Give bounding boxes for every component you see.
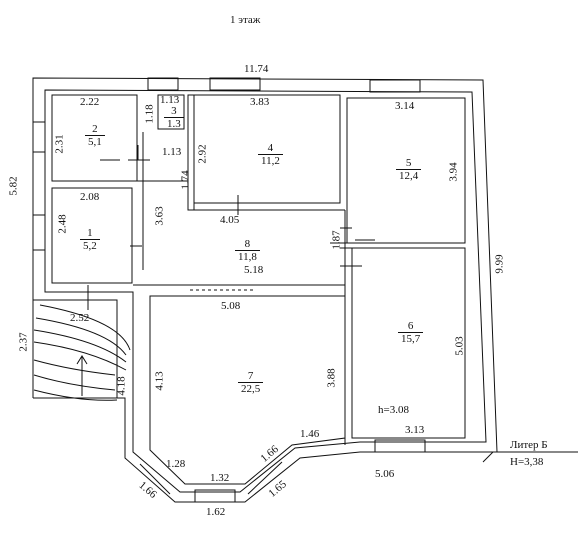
porch-step: [39, 304, 131, 351]
room-2-outline: [51, 94, 138, 182]
dim-r7-r: 3.88: [325, 368, 338, 388]
dim-left: 5.82: [7, 176, 20, 196]
porch-step: [33, 374, 116, 391]
room-7-outline: [149, 295, 346, 485]
room-label-5: 5 12,4: [396, 157, 422, 182]
dim-r7-l: 4.13: [153, 371, 166, 391]
room-label-8: 8 11,8: [235, 238, 260, 263]
dim-r8-w: 5.18: [244, 264, 264, 276]
dim-bottom-506: 5.06: [375, 468, 395, 480]
dim-r6-h: 5.03: [453, 336, 466, 356]
dim-r3-w: 1.13: [160, 94, 180, 106]
porch-step: [33, 329, 127, 363]
dim-top: 11.74: [244, 63, 269, 75]
dim-r4-b: 4.05: [220, 214, 240, 226]
dim-r1-h: 2.48: [56, 214, 69, 234]
dim-corridor-363: 3.63: [153, 206, 166, 226]
liter-label: Литер Б: [510, 439, 548, 451]
room-3-outline: [157, 94, 185, 130]
dim-r1-b: 2.52: [70, 312, 90, 324]
dim-r4-h: 2.92: [196, 144, 209, 164]
window: [32, 214, 46, 251]
room-label-6: 6 15,7: [398, 320, 424, 345]
dim-r7-br: 1.46: [300, 428, 320, 440]
dim-r6-b: 3.13: [405, 424, 425, 436]
window: [147, 77, 179, 91]
dim-r3-h: 1.18: [143, 104, 156, 124]
room-1-outline: [51, 187, 133, 284]
room-label-1: 1 5,2: [80, 227, 100, 252]
dim-right: 9.99: [493, 254, 506, 274]
dim-corridor-174: 1.74: [179, 170, 192, 190]
room-label-7: 7 22,5: [238, 370, 264, 395]
dim-porch-237: 2.37: [17, 332, 30, 352]
window: [209, 77, 261, 91]
outer-wall-inner: [44, 89, 487, 493]
room-6-outline: [351, 247, 466, 439]
porch-step: [33, 341, 127, 371]
dim-corridor-187: 1.87: [330, 230, 343, 250]
page-title: 1 этаж: [230, 14, 261, 26]
room-label-3: 3 1.3: [164, 105, 184, 130]
dim-r1-w: 2.08: [80, 191, 100, 203]
dim-height: h=3.08: [378, 404, 409, 416]
porch-step: [35, 317, 127, 356]
room-5-outline: [346, 97, 466, 244]
porch-step: [33, 389, 118, 401]
dim-r2-h: 2.31: [53, 134, 66, 154]
dim-r7-w: 5.08: [221, 300, 241, 312]
porch-step: [33, 359, 116, 376]
window: [374, 439, 426, 453]
dim-r5-w: 3.14: [395, 100, 415, 112]
window: [194, 489, 236, 503]
dim-r3-b: 1.13: [162, 146, 182, 158]
dim-bay-b: 1.62: [206, 506, 226, 518]
window: [369, 79, 421, 93]
dim-r4-w: 3.83: [250, 96, 270, 108]
dim-r5-h: 3.94: [447, 162, 460, 182]
dim-bay-c: 1.32: [210, 472, 230, 484]
height-label: H=3,38: [510, 456, 544, 468]
room-label-4: 4 11,2: [258, 142, 283, 167]
room-label-2: 2 5,1: [85, 123, 105, 148]
dim-porch-418: 4.18: [115, 376, 128, 396]
window: [32, 121, 46, 153]
dim-r2-w: 2.22: [80, 96, 100, 108]
dim-bay-l: 1.28: [166, 458, 186, 470]
